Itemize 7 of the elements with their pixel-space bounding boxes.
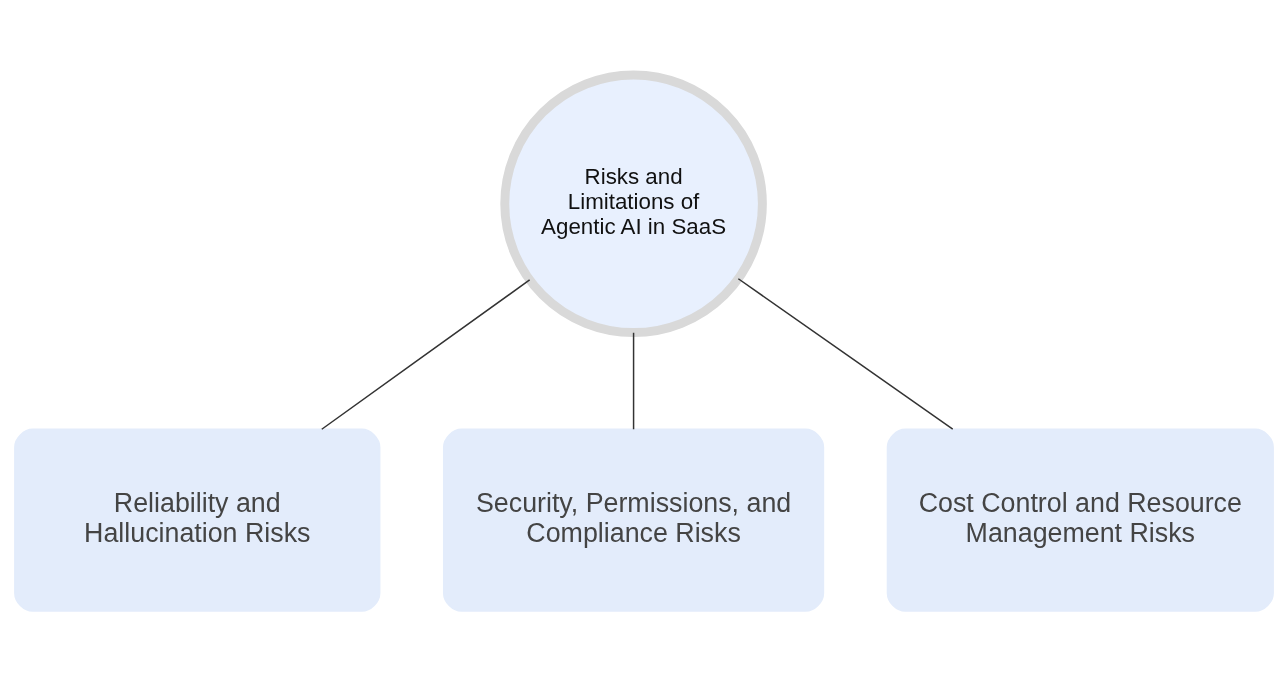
node-circle: Risks and Limitations of Agentic AI in SaaS xyxy=(500,70,767,338)
node-box: Cost Control and Resource Management Risks xyxy=(886,428,1274,612)
node-box: Security, Permissions, and Compliance Risks xyxy=(442,428,825,612)
connector xyxy=(321,279,531,430)
connector xyxy=(737,278,954,430)
node-box: Reliability and Hallucination Risks xyxy=(14,428,381,612)
connector xyxy=(632,332,635,430)
